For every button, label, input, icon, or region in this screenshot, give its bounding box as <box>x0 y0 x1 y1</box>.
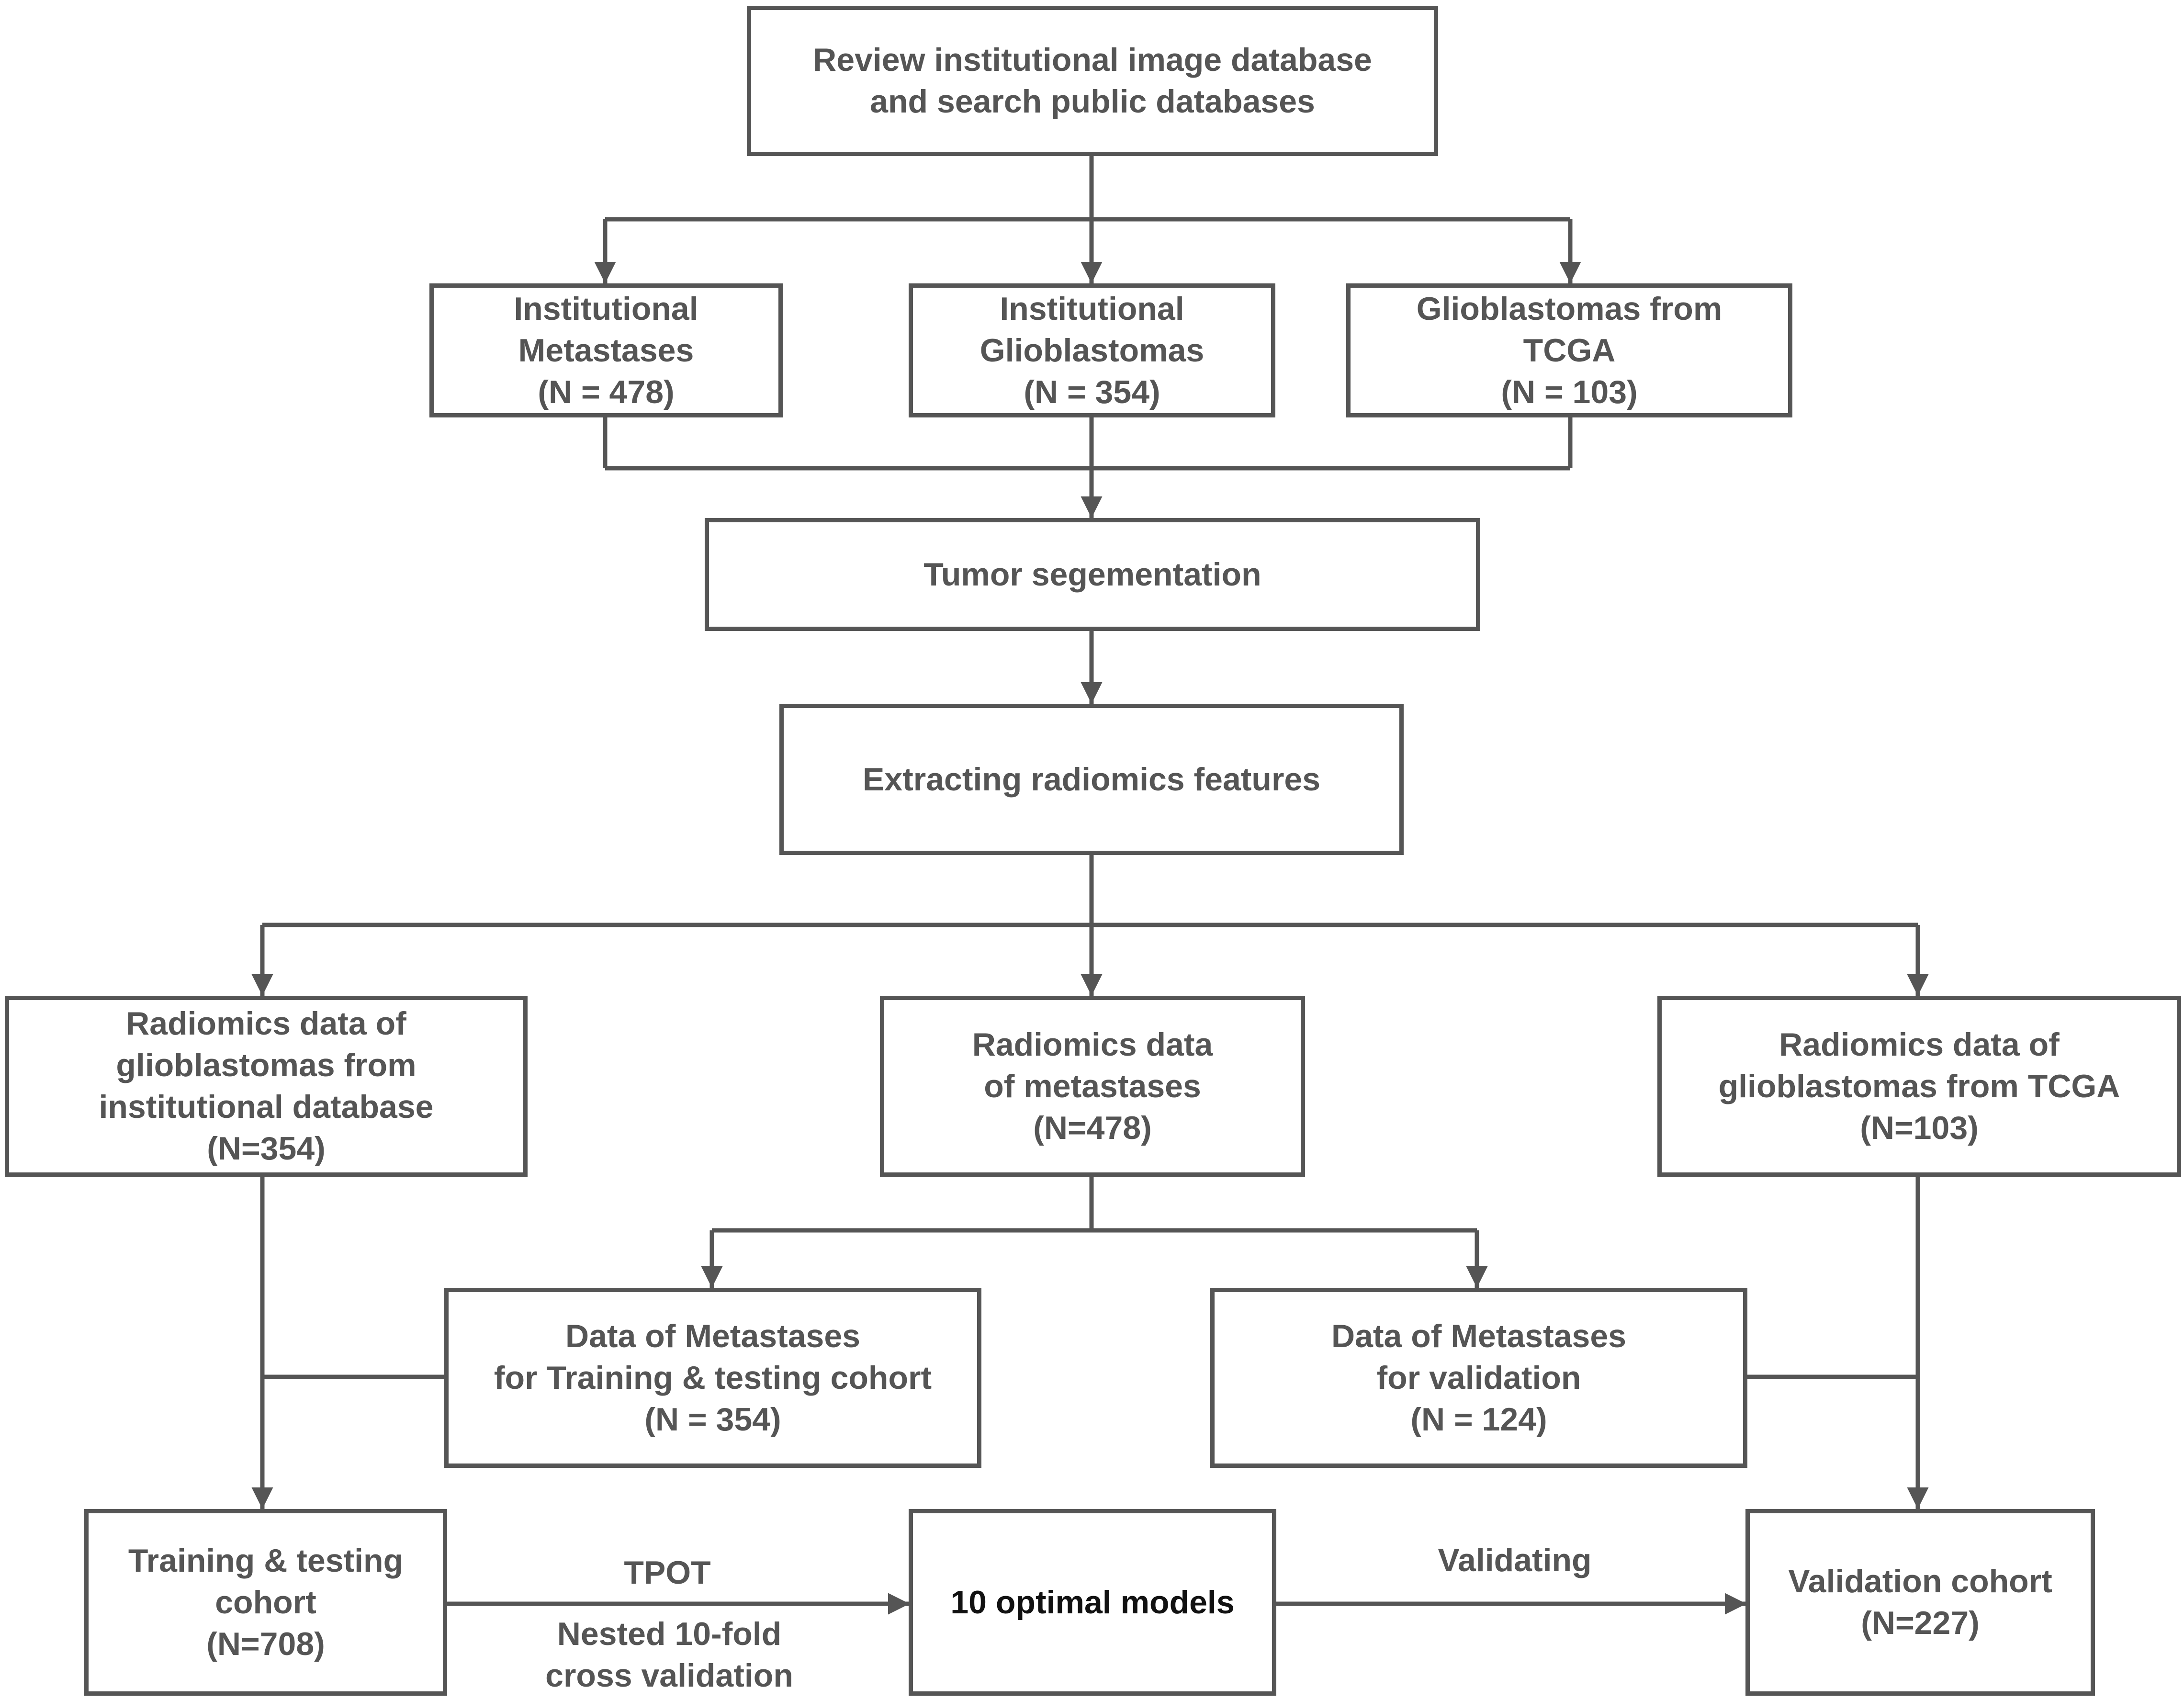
training-cohort-count: (N=708) <box>206 1625 325 1662</box>
nested-cv-line1: Nested 10-fold <box>557 1616 782 1652</box>
validation-cohort-box: Validation cohort (N=227) <box>1745 1509 2095 1696</box>
inst-glioblastomas-line1: Institutional <box>1000 290 1184 327</box>
review-databases-box: Review institutional image database and … <box>747 6 1438 156</box>
radiomics-gbm-inst-line2: glioblastomas from <box>116 1047 417 1083</box>
training-testing-cohort-box: Training & testing cohort (N=708) <box>84 1509 447 1696</box>
validating-label: Validating <box>1438 1542 1592 1578</box>
tcga-glioblastomas-count: (N = 103) <box>1501 373 1638 410</box>
inst-metastases-count: (N = 478) <box>538 373 675 410</box>
training-cohort-line1: Training & testing <box>128 1542 404 1579</box>
radiomics-gbm-inst-count: (N=354) <box>207 1130 326 1167</box>
meta-validation-count: (N = 124) <box>1410 1401 1547 1438</box>
segmentation-label: Tumor segementation <box>923 556 1261 593</box>
validation-cohort-line1: Validation cohort <box>1788 1563 2052 1599</box>
inst-glioblastomas-count: (N = 354) <box>1024 373 1160 410</box>
inst-glioblastomas-line2: Glioblastomas <box>979 332 1205 369</box>
radiomics-metastases-line2: of metastases <box>984 1068 1201 1104</box>
institutional-glioblastomas-box: Institutional Glioblastomas (N = 354) <box>909 283 1275 417</box>
radiomics-gbm-tcga-box: Radiomics data of glioblastomas from TCG… <box>1657 996 2181 1177</box>
tcga-glioblastomas-box: Glioblastomas from TCGA (N = 103) <box>1346 283 1792 417</box>
nested-cv-label: Nested 10-fold cross validation <box>545 1613 793 1697</box>
nested-cv-line2: cross validation <box>545 1657 793 1694</box>
inst-metastases-line1: Institutional <box>514 290 698 327</box>
institutional-metastases-box: Institutional Metastases (N = 478) <box>429 283 783 417</box>
training-cohort-line2: cohort <box>215 1584 316 1621</box>
meta-training-count: (N = 354) <box>644 1401 781 1438</box>
radiomics-gbm-tcga-count: (N=103) <box>1860 1109 1979 1146</box>
optimal-models-label: 10 optimal models <box>950 1584 1235 1621</box>
validation-cohort-count: (N=227) <box>1861 1605 1980 1641</box>
radiomics-gbm-inst-line1: Radiomics data of <box>126 1005 406 1042</box>
inst-metastases-line2: Metastases <box>518 332 694 369</box>
radiomics-gbm-tcga-line2: glioblastomas from TCGA <box>1718 1068 2120 1104</box>
review-line1: Review institutional image database <box>813 42 1372 78</box>
radiomics-metastases-count: (N=478) <box>1033 1109 1152 1146</box>
meta-training-line2: for Training & testing cohort <box>494 1359 932 1396</box>
meta-training-line1: Data of Metastases <box>565 1317 861 1354</box>
radiomics-metastases-line1: Radiomics data <box>972 1026 1213 1063</box>
optimal-models-box: 10 optimal models <box>909 1509 1276 1696</box>
meta-validation-line1: Data of Metastases <box>1331 1317 1627 1354</box>
tumor-segmentation-box: Tumor segementation <box>705 518 1480 631</box>
radiomics-metastases-box: Radiomics data of metastases (N=478) <box>880 996 1305 1177</box>
extracting-label: Extracting radiomics features <box>862 761 1321 798</box>
radiomics-gbm-institutional-box: Radiomics data of glioblastomas from ins… <box>5 996 528 1177</box>
meta-validation-line2: for validation <box>1376 1359 1581 1396</box>
tcga-glioblastomas-line2: TCGA <box>1523 332 1616 369</box>
radiomics-gbm-inst-line3: institutional database <box>99 1089 434 1125</box>
radiomics-gbm-tcga-line1: Radiomics data of <box>1779 1026 2060 1063</box>
metastases-training-box: Data of Metastases for Training & testin… <box>444 1288 981 1468</box>
tpot-label: TPOT <box>624 1554 711 1591</box>
metastases-validation-box: Data of Metastases for validation (N = 1… <box>1210 1288 1747 1468</box>
tcga-glioblastomas-line1: Glioblastomas from <box>1416 290 1722 327</box>
extracting-features-box: Extracting radiomics features <box>779 704 1404 855</box>
review-line2: and search public databases <box>870 83 1315 120</box>
